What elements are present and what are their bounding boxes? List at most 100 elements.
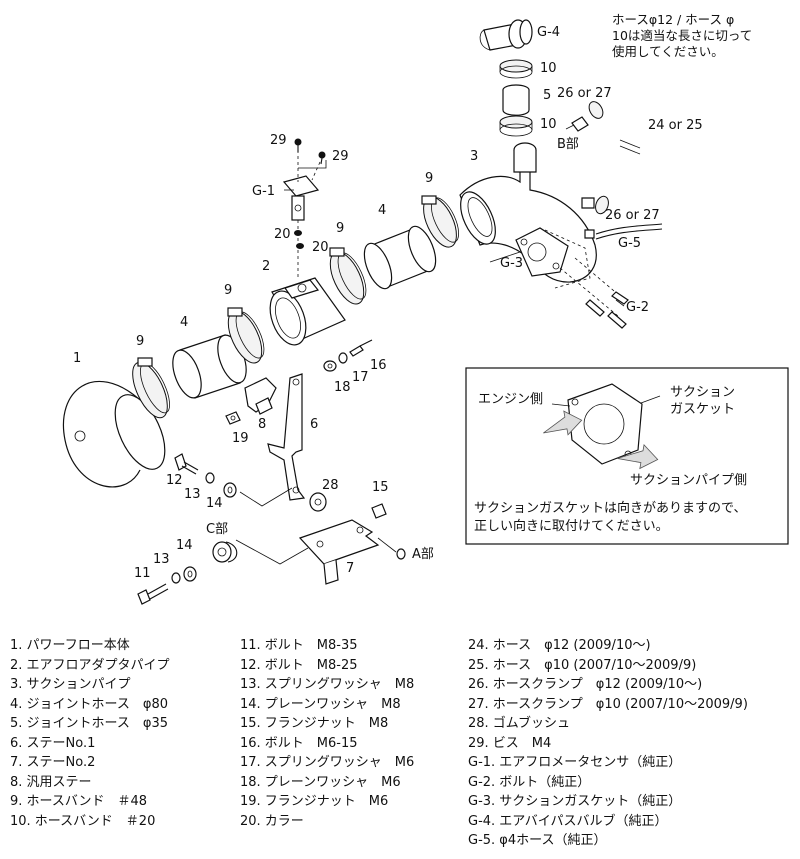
- hose-band-10-a: [499, 59, 533, 79]
- hose-cut-note: ホースφ12 / ホース φ 10は適当な長さに切って 使用してください。: [612, 12, 753, 59]
- legend-item: 16. ボルト M6-15: [240, 735, 358, 751]
- suction-gasket-g3: [515, 227, 591, 289]
- label-g1: G-1: [252, 184, 275, 199]
- gasket-caption-line2: 正しい向きに取付けてください。: [474, 518, 669, 534]
- label-5: 5: [543, 88, 551, 103]
- label-9-a: 9: [136, 334, 144, 349]
- engine-side-label: エンジン側: [478, 392, 543, 407]
- label-9-b: 9: [224, 283, 232, 298]
- label-9-c: 9: [336, 221, 344, 236]
- legend-item: 8. 汎用ステー: [10, 774, 92, 790]
- gasket-label-line1: サクション: [670, 385, 735, 400]
- stay-no1: [267, 373, 306, 501]
- hose-g5: [595, 223, 663, 240]
- hose-clamp-26-27-top: [588, 101, 604, 119]
- screw-29-b: [318, 151, 326, 165]
- bolt-g2: [559, 257, 629, 329]
- legend-item: 20. カラー: [240, 813, 304, 829]
- label-15: 15: [372, 480, 389, 495]
- label-detail-b: B部: [557, 137, 579, 152]
- gasket-caption-line1: サクションガスケットは向きがありますので、: [474, 500, 746, 516]
- label-13-a: 13: [184, 487, 201, 502]
- legend-column-3: 24. ホース φ12 (2009/10～)25. ホース φ10 (2007/…: [468, 636, 748, 851]
- detail-a-marker: [396, 548, 406, 560]
- label-12: 12: [166, 473, 183, 488]
- legend-item: 7. ステーNo.2: [10, 755, 96, 770]
- label-19: 19: [232, 431, 249, 446]
- label-26-27-b: 26 or 27: [605, 208, 660, 223]
- flange-nut-15: [371, 503, 387, 519]
- legend-item: 1. パワーフロー本体: [10, 638, 130, 653]
- power-flow-filter: [62, 380, 166, 488]
- legend-item: G-1. エアフロメータセンサ（純正）: [468, 755, 682, 770]
- label-6: 6: [310, 417, 318, 432]
- legend-item: 25. ホース φ10 (2007/10～2009/9): [468, 657, 697, 673]
- detail-b-connector: [565, 116, 589, 132]
- legend-item: 9. ホースバンド ＃48: [10, 794, 148, 809]
- joint-hose-4-b: [363, 225, 437, 290]
- legend-item: 13. スプリングワッシャ M8: [240, 677, 415, 692]
- legend-item: 28. ゴムブッシュ: [468, 716, 571, 731]
- label-g5: G-5: [618, 236, 641, 251]
- legend-item: 12. ボルト M8-25: [240, 657, 358, 673]
- label-g4: G-4: [537, 25, 560, 40]
- washer-18: [323, 360, 337, 372]
- legend-item: 17. スプリングワッシャ M6: [240, 755, 415, 770]
- hose-band-9-d: [421, 195, 460, 248]
- legend-item: 29. ビス M4: [468, 735, 552, 751]
- label-20-b: 20: [312, 240, 329, 255]
- hose-clamp-26-27-bottom: [595, 195, 609, 215]
- legend-item: G-3. サクションガスケット（純正）: [468, 794, 682, 809]
- label-3: 3: [470, 149, 478, 164]
- legend-item: 19. フランジナット M6: [240, 794, 389, 809]
- label-g2: G-2: [626, 300, 649, 315]
- label-29-b: 29: [332, 149, 349, 164]
- joint-hose-4-a: [172, 334, 247, 399]
- collar-20-a: [294, 230, 302, 236]
- label-14-a: 14: [206, 496, 223, 511]
- label-10-a: 10: [540, 61, 557, 76]
- legend-column-2: 11. ボルト M8-35 12. ボルト M8-25 13. スプリングワッシャ …: [240, 636, 414, 831]
- airflow-sensor-g1: [282, 150, 321, 280]
- washer-14-a: [223, 482, 237, 498]
- hose-band-9-c: [329, 247, 367, 305]
- label-28: 28: [322, 478, 339, 493]
- label-7: 7: [346, 561, 354, 576]
- label-8: 8: [258, 417, 266, 432]
- legend-item: 6. ステーNo.1: [10, 735, 96, 751]
- hose-band-9-a: [132, 357, 170, 419]
- gasket-label-line2: ガスケット: [670, 402, 735, 417]
- stay-no2: [298, 519, 397, 585]
- legend-item: G-2. ボルト（純正）: [468, 774, 591, 790]
- hose-24-25: [595, 97, 641, 209]
- legend-item: 11. ボルト M8-35: [240, 638, 358, 653]
- part-labels: 1 2 3 4 4 5 6 7 8 9 9 9 9 10 10 11 12 13…: [73, 25, 703, 581]
- label-24-25: 24 or 25: [648, 118, 703, 133]
- legend-item: 15. フランジナット M8: [240, 716, 389, 731]
- label-11: 11: [134, 566, 151, 581]
- legend-item: G-4. エアバイパスバルブ（純正）: [468, 813, 668, 829]
- legend-item: 10. ホースバンド ＃20: [10, 813, 156, 829]
- spring-washer-17: [338, 352, 348, 364]
- detail-c-bush: [212, 541, 238, 563]
- label-1: 1: [73, 351, 81, 366]
- legend-item: 2. エアフロアダプタパイプ: [10, 657, 170, 673]
- leader-lines: [284, 189, 625, 307]
- hose-band-10-b: [499, 115, 533, 137]
- legend-item: 14. プレーンワッシャ M8: [240, 696, 401, 712]
- legend-item: 3. サクションパイプ: [10, 677, 131, 692]
- airflow-adapter-pipe: [269, 277, 346, 346]
- flange-nut-19: [225, 411, 241, 425]
- collar-20-b: [296, 243, 304, 249]
- label-18: 18: [334, 380, 351, 395]
- joint-hose-5: [502, 84, 530, 116]
- exploded-parts-diagram: 1 2 3 4 4 5 6 7 8 9 9 9 9 10 10 11 12 13…: [62, 19, 789, 605]
- label-detail-a: A部: [412, 547, 434, 562]
- bypass-valve-g4: [479, 19, 533, 51]
- label-20-a: 20: [274, 227, 291, 242]
- label-17: 17: [352, 370, 369, 385]
- label-10-b: 10: [540, 117, 557, 132]
- label-13-b: 13: [153, 552, 170, 567]
